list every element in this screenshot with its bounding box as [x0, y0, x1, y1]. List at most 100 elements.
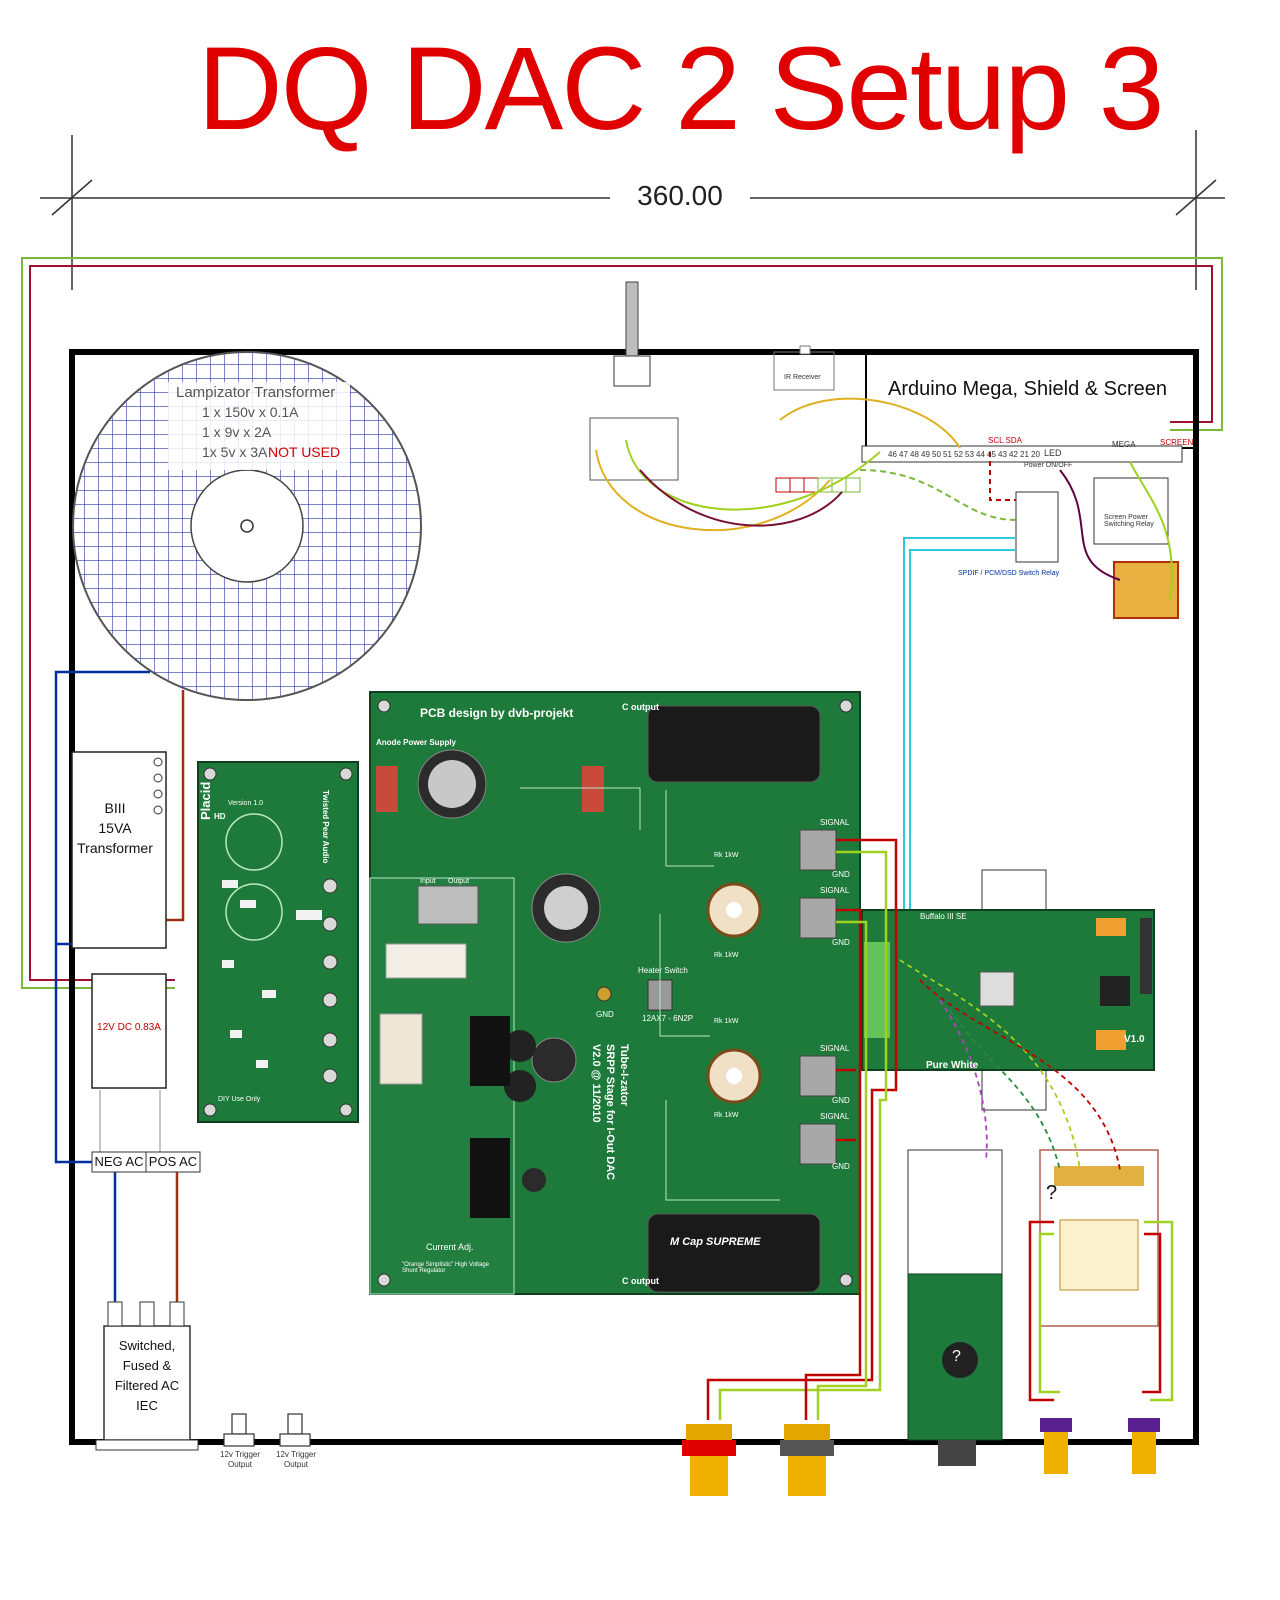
iec-label-1: Switched,: [118, 1338, 176, 1353]
gnd-label-2: GND: [832, 938, 850, 947]
arduino-pin-label: 42: [1009, 450, 1018, 459]
placid-version: Version 1.0: [228, 800, 264, 807]
tube-board-tube: 12AX7 - 6N2P: [642, 1014, 694, 1023]
tube-board-version: V2.0 @ 11/2010: [590, 1044, 602, 1123]
signal-label-4: SIGNAL: [820, 1112, 850, 1121]
b3-label-3: Transformer: [77, 840, 153, 856]
arduino-box: [861, 352, 1196, 463]
tube-board-anode: Anode Power Supply: [376, 738, 457, 747]
buffalo-name: Buffalo III SE: [920, 912, 967, 921]
arduino-pin-label: 45: [987, 450, 996, 459]
b3-terminals: [153, 757, 163, 815]
iec-inlet: [95, 1301, 199, 1451]
tube-board-heater: Heater Switch: [638, 966, 688, 975]
transformer-not-used: NOT USED: [268, 444, 341, 460]
placid-brand: Twisted Pear Audio: [321, 790, 330, 864]
tube-board-cap-brand: M Cap SUPREME: [670, 1236, 761, 1248]
arduino-pin-label: 43: [998, 450, 1007, 459]
signal-wires: [706, 838, 898, 1420]
arduino-pin-label: 52: [954, 450, 963, 459]
buffalo-version: V1.0: [1124, 1034, 1145, 1045]
tube-board-c-output-top: C output: [622, 702, 659, 712]
b3-label-2: 15VA: [98, 820, 132, 836]
arduino-pin-label: 46: [888, 450, 897, 459]
tube-board-input: Input: [420, 878, 436, 885]
tube-board-current-adj: Current Adj.: [426, 1242, 474, 1252]
shift-board-label: ?: [1046, 1182, 1058, 1204]
control-wires: [595, 397, 1173, 920]
rk-label-3: Rk 1kW: [714, 1018, 739, 1025]
arduino-screen-label: SCREEN: [1160, 438, 1194, 447]
ac-wires: [54, 670, 185, 1305]
iec-label-4: IEC: [136, 1398, 158, 1413]
tube-board-output: Output: [448, 878, 470, 885]
arduino-pin-label: 53: [965, 450, 974, 459]
b3-transformer: [71, 751, 167, 949]
dimension-line: [40, 130, 1225, 290]
rk-label-4: Rk 1kW: [714, 1112, 739, 1119]
buffalo-pure-white: Pure White: [926, 1060, 979, 1071]
outer-wire-loop: [21, 257, 1223, 989]
rca-outputs: [682, 1418, 1160, 1496]
tube-board-gnd: GND: [596, 1010, 614, 1019]
trigger-outputs: [223, 1413, 311, 1447]
tube-board-shunt-note: "Orange Simplistic" High Voltage Shunt R…: [402, 1262, 489, 1274]
gnd-label-1: GND: [832, 870, 850, 879]
page-title: DQ DAC 2 Setup 3: [197, 23, 1165, 155]
trigger-2-label-a: 12v Trigger: [276, 1450, 317, 1459]
transformer-spec-1: 1 x 150v x 0.1A: [202, 404, 299, 420]
tube-board-c-output-bottom: C output: [622, 1276, 659, 1286]
arduino-pin-label: 44: [976, 450, 985, 459]
arduino-pin-label: 47: [899, 450, 908, 459]
psu-label: 12V DC 0.83A: [97, 1022, 161, 1033]
volume-pot: [589, 281, 679, 481]
arduino-title: Arduino Mega, Shield & Screen: [888, 378, 1168, 400]
arduino-pin-label: 49: [921, 450, 930, 459]
trigger-2-label-b: Output: [284, 1460, 309, 1469]
arduino-mega-label: MEGA: [1112, 440, 1136, 449]
arduino-pin-label: 21: [1020, 450, 1029, 459]
usb-module-label: ?: [952, 1348, 961, 1365]
arduino-pin-label: 20: [1031, 450, 1040, 459]
power-rail-block: [775, 477, 861, 493]
iec-label-3: Filtered AC: [114, 1378, 180, 1393]
tube-board-product: Tube-I-zator: [618, 1044, 630, 1107]
dashed-signals: [899, 959, 1121, 1171]
arduino-scl-sda: SCL SDA: [988, 436, 1022, 445]
ac-pos-label: POS AC: [148, 1154, 198, 1169]
ac-neg-label: NEG AC: [94, 1154, 144, 1169]
rk-label-1: Rk 1kW: [714, 852, 739, 859]
right-output-wires: [1028, 1220, 1174, 1402]
spdif-relay-label: SPDIF / PCM/DSD Switch Relay: [958, 570, 1060, 577]
placid-footer: DIY Use Only: [218, 1096, 261, 1103]
buffalo-board: [861, 869, 1155, 1111]
b3-label-1: BIII: [104, 800, 126, 816]
gnd-label-4: GND: [832, 1162, 850, 1171]
signal-label-2: SIGNAL: [820, 886, 850, 895]
arduino-pin-label: 48: [910, 450, 919, 459]
shift-board: [1039, 1149, 1159, 1327]
transformer-spec-2: 1 x 9v x 2A: [202, 424, 272, 440]
gnd-label-3: GND: [832, 1096, 850, 1105]
arduino-pin-label: 51: [943, 450, 952, 459]
tube-board-design: PCB design by dvb-projekt: [420, 706, 574, 720]
trigger-1-label-b: Output: [228, 1460, 253, 1469]
signal-label-3: SIGNAL: [820, 1044, 850, 1053]
dip-switch-board: [1113, 561, 1179, 619]
rk-label-2: Rk 1kW: [714, 952, 739, 959]
transformer-name: Lampizator Transformer: [176, 384, 336, 401]
lampizator-transformer: [72, 351, 422, 701]
transformer-spec-3: 1x 5v x 3A: [202, 444, 268, 460]
screen-power-relay: [1093, 477, 1169, 545]
ir-receiver-outline: [773, 345, 835, 391]
tube-board-product2: SRPP Stage for I-Out DAC: [604, 1044, 616, 1181]
ir-receiver-label: IR Receiver: [784, 374, 821, 381]
usb-interface-board: [907, 1149, 1003, 1466]
placid-name: Placid: [198, 781, 213, 820]
screen-relay-label: Screen Power Switching Relay: [1104, 514, 1154, 528]
spdif-relay: [1015, 491, 1059, 563]
psu-12v: [91, 973, 167, 1089]
placid-pcb: [197, 761, 359, 1123]
